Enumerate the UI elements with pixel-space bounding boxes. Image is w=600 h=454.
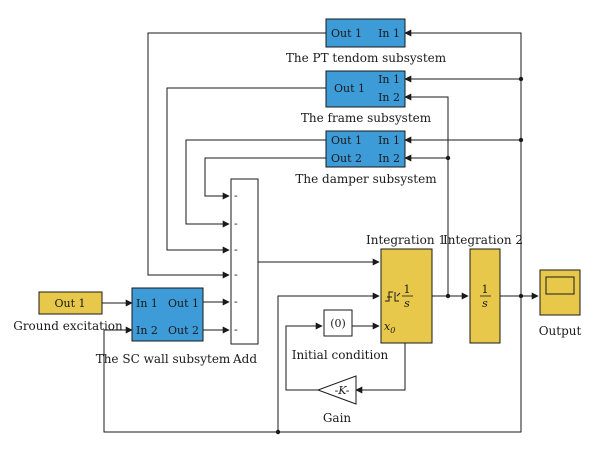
output-scope-block[interactable]: Output: [539, 269, 582, 338]
scwall-caption: The SC wall subsytem: [96, 352, 231, 366]
int2-numerator: 1: [482, 283, 489, 296]
pt-in1-port: In 1: [378, 27, 400, 40]
ground-caption: Ground excitation: [13, 319, 123, 333]
gain-block[interactable]: -K- Gain: [316, 375, 357, 425]
pt-out1-port: Out 1: [331, 27, 362, 40]
wire-pt-to-add: [147, 32, 326, 279]
integration-2-block[interactable]: Integration 2 1 s: [443, 233, 523, 344]
int2-denominator: s: [482, 297, 488, 310]
ground-out1-port: Out 1: [54, 297, 85, 310]
damper-out1-port: Out 1: [331, 134, 362, 147]
scope-screen-icon: [545, 276, 575, 295]
add-sign-6: -: [234, 323, 238, 336]
int1-caption: Integration 1: [366, 233, 446, 247]
output-caption: Output: [539, 324, 582, 338]
damper-in2-port: In 2: [378, 152, 400, 165]
frame-caption: The frame subsystem: [301, 111, 432, 125]
int2-caption: Integration 2: [443, 233, 523, 247]
int1-x0-port: x0: [384, 320, 395, 335]
wire-int1-to-gain: [355, 343, 406, 394]
int1-denominator: s: [404, 297, 410, 310]
wire-frame-to-add: [166, 87, 326, 254]
add-caption: Add: [232, 352, 257, 366]
wire-gain-to-init: [285, 322, 323, 391]
gain-value: -K-: [335, 384, 350, 397]
wire-feedback-scwall-in2: [103, 296, 522, 433]
sc-wall-subsystem[interactable]: In 1 In 2 Out 1 Out 2 The SC wall subsyt…: [96, 287, 231, 366]
wire-damper-out1-to-add: [185, 139, 326, 228]
wire-velocity-frame-in2: [404, 93, 449, 296]
frame-out1-port: Out 1: [334, 82, 365, 95]
add-sign-2: -: [234, 217, 238, 230]
frame-subsystem[interactable]: Out 1 In 1 In 2 The frame subsystem: [301, 70, 432, 125]
add-sign-1: -: [234, 189, 238, 202]
junction-dots: [275, 76, 524, 435]
init-value: (0): [330, 317, 346, 330]
scwall-in2-port: In 2: [136, 324, 158, 337]
damper-caption: The damper subsystem: [295, 172, 437, 186]
ground-excitation-block[interactable]: Out 1 Ground excitation: [13, 291, 123, 333]
gain-caption: Gain: [323, 411, 352, 425]
integration-1-block[interactable]: Integration 1 1 s x0: [366, 233, 446, 344]
damper-in1-port: In 1: [378, 134, 400, 147]
wire-damper-out2-to-add: [204, 157, 326, 200]
add-block[interactable]: - - - - - - Add: [230, 178, 259, 366]
wire-reset-to-int1: [277, 292, 380, 432]
scwall-in1-port: In 1: [136, 297, 158, 310]
scwall-out2-port: Out 2: [168, 324, 199, 337]
wire-feedback-pt-in1: [404, 29, 522, 296]
frame-in2-port: In 2: [378, 91, 400, 104]
pt-caption: The PT tendom subsystem: [286, 51, 447, 65]
frame-in1-port: In 1: [378, 73, 400, 86]
damper-subsystem[interactable]: Out 1 Out 2 In 1 In 2 The damper subsyst…: [295, 130, 437, 186]
int1-numerator: 1: [404, 283, 411, 296]
add-sign-5: -: [234, 295, 238, 308]
init-caption: Initial condition: [292, 348, 389, 362]
initial-condition-block[interactable]: (0) Initial condition: [292, 309, 389, 362]
add-sign-3: -: [234, 243, 238, 256]
reset-icon: [385, 291, 401, 302]
pt-tendom-subsystem[interactable]: Out 1 In 1 The PT tendom subsystem: [286, 18, 447, 65]
add-sign-4: -: [234, 268, 238, 281]
damper-out2-port: Out 2: [331, 152, 362, 165]
scwall-out1-port: Out 1: [168, 297, 199, 310]
